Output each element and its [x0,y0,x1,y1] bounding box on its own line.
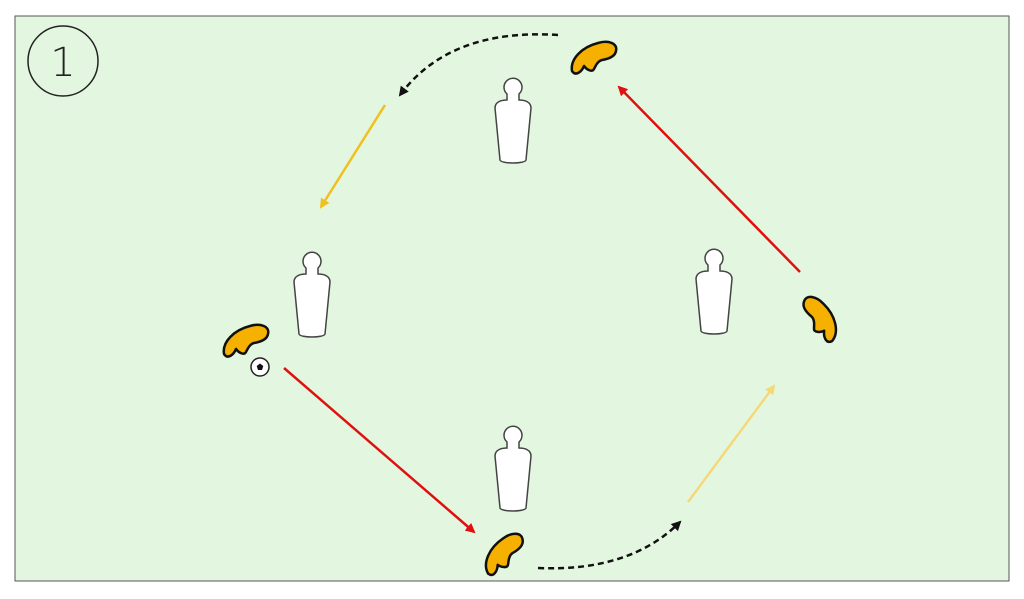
run-arrow [686,384,776,503]
dribble-arrow [398,33,559,97]
run-arrow [319,104,387,209]
step-number-badge: 1 [27,25,99,97]
dribble-arrow [537,520,682,570]
pass-arrow [283,367,476,534]
step-number: 1 [50,40,75,86]
pass-arrow [617,85,801,273]
soccer-ball-icon [250,357,270,377]
